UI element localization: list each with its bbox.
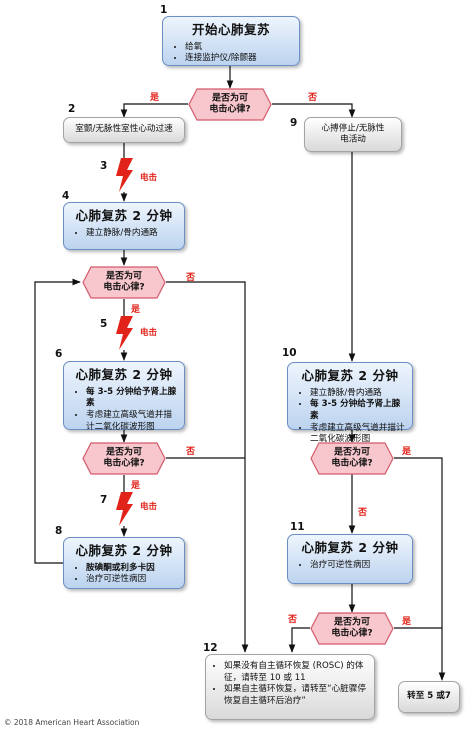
shock-bolt-icon [116,316,133,350]
yes-label: 是 [402,617,412,627]
step-number-4: 4 [62,190,70,202]
step-number-10: 10 [282,347,297,359]
cpr-box-4: 心肺复苏 2 分钟 建立静脉/骨内通路 [63,202,185,250]
yes-label: 是 [402,447,412,457]
bullet: 每 3-5 分钟给予肾上腺素 [310,399,406,422]
bullet: 给氧 [185,42,293,54]
bullet: 建立静脉/骨内通路 [310,388,406,400]
bullet: 如果没有自主循环恢复 (ROSC) 的体征，请转至 10 或 11 [224,661,368,684]
step-number-5: 5 [100,318,108,330]
no-label: 否 [358,508,368,518]
start-cpr-title: 开始心肺复苏 [191,22,270,37]
step-number-1: 1 [160,4,168,16]
yes-label: 是 [131,305,141,315]
rosc-box: 如果没有自主循环恢复 (ROSC) 的体征，请转至 10 或 11 如果自主循环… [205,654,375,720]
cpr-title: 心肺复苏 2 分钟 [75,543,173,558]
decision-text: 是否为可电击心律? [331,446,373,469]
decision-shockable-4: 是否为可电击心律? [310,442,394,475]
step-number-2: 2 [68,103,76,115]
step-number-6: 6 [55,348,63,360]
bullet: 考虑建立高级气道并描计二氧化碳波形图 [310,423,406,446]
bullet: 如果自主循环恢复，请转至“心脏骤停恢复自主循环后治疗” [224,684,368,707]
shock-label: 电击 [140,173,158,183]
yes-label: 是 [150,93,160,103]
shock-bolt-icon [116,158,133,192]
cpr-title: 心肺复苏 2 分钟 [75,367,173,382]
bullet: 治疗可逆性病因 [310,560,406,572]
step-number-3: 3 [100,160,108,172]
cpr-box-6: 心肺复苏 2 分钟 每 3-5 分钟给予肾上腺素 考虑建立高级气道并描计二氧化碳… [63,361,185,433]
decision-shockable-3: 是否为可电击心律? [82,442,166,475]
vf-pvt-text: 室颤/无脉性室性心动过速 [75,124,173,135]
bullet: 每 3-5 分钟给予肾上腺素 [86,387,178,410]
cpr-box-10: 心肺复苏 2 分钟 建立静脉/骨内通路 每 3-5 分钟给予肾上腺素 考虑建立高… [287,362,413,444]
decision-text: 是否为可电击心律? [209,92,251,115]
bullet: 连接监护仪/除颤器 [185,53,293,65]
cpr-title: 心肺复苏 2 分钟 [75,208,173,223]
start-cpr-box: 开始心肺复苏 给氧 连接监护仪/除颤器 [162,16,300,66]
decision-text: 是否为可电击心律? [331,616,373,639]
shock-label: 电击 [140,328,158,338]
decision-shockable-5: 是否为可电击心律? [310,612,394,645]
shock-label: 电击 [140,502,158,512]
asystole-pea-text: 心搏停止/无脉性电活动 [321,122,385,145]
decision-text: 是否为可电击心律? [103,446,145,469]
decision-shockable-2: 是否为可电击心律? [82,266,166,299]
decision-text: 是否为可电击心律? [103,270,145,293]
bullet: 建立静脉/骨内通路 [86,228,178,240]
no-label: 否 [186,273,196,283]
copyright-text: © 2018 American Heart Association [4,718,140,727]
cpr-title: 心肺复苏 2 分钟 [301,540,399,555]
cpr-title: 心肺复苏 2 分钟 [301,368,399,383]
no-label: 否 [308,93,318,103]
vf-pvt-box: 室颤/无脉性室性心动过速 [63,117,185,143]
no-label: 否 [186,447,196,457]
step-number-8: 8 [55,525,63,537]
cpr-box-11: 心肺复苏 2 分钟 治疗可逆性病因 [287,534,413,584]
decision-shockable-1: 是否为可电击心律? [188,88,272,121]
goto-text: 转至 5 或7 [407,691,451,702]
bullet: 考虑建立高级气道并描计二氧化碳波形图 [86,410,178,433]
cpr-box-8: 心肺复苏 2 分钟 胺碘酮或利多卡因 治疗可逆性病因 [63,537,185,589]
goto-box: 转至 5 或7 [398,681,460,713]
step-number-9: 9 [290,117,298,129]
no-label: 否 [288,615,298,625]
step-number-7: 7 [100,494,108,506]
yes-label: 是 [131,481,141,491]
step-number-12: 12 [203,642,218,654]
bullet: 治疗可逆性病因 [86,574,178,586]
step-number-11: 11 [290,521,305,533]
shock-bolt-icon [116,492,133,526]
asystole-pea-box: 心搏停止/无脉性电活动 [304,117,402,152]
bullet: 胺碘酮或利多卡因 [86,563,178,575]
